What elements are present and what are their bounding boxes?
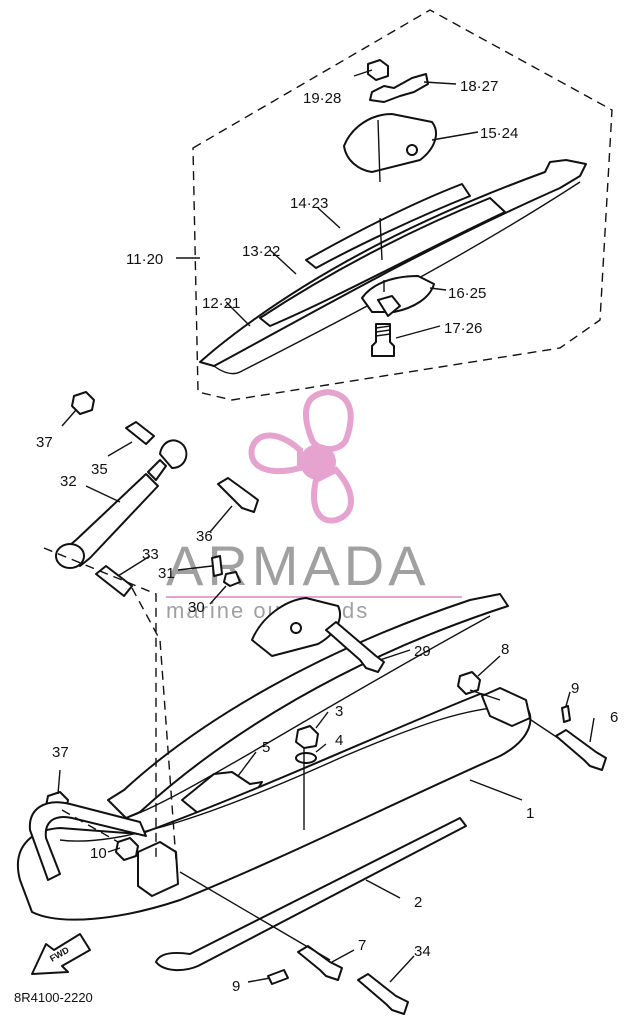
inset-frame bbox=[192, 9, 613, 401]
bolt-7 bbox=[297, 945, 343, 981]
bushing-35 bbox=[125, 421, 155, 445]
label-8: 8 bbox=[501, 641, 509, 658]
bracket-18 bbox=[369, 73, 429, 103]
propeller-hub bbox=[300, 444, 336, 480]
shock-body bbox=[63, 473, 159, 567]
label-36: 36 bbox=[196, 528, 213, 545]
nut-37-top bbox=[71, 391, 95, 415]
label-14-23: 14·23 bbox=[290, 195, 328, 212]
label-33: 33 bbox=[142, 546, 159, 563]
spacer-16 bbox=[377, 295, 401, 317]
label-7: 7 bbox=[358, 937, 366, 954]
watermark-brand: ARMADA bbox=[166, 534, 430, 597]
spring-clamp-top bbox=[343, 113, 437, 173]
armada-logo: ARMADA marine outboards bbox=[166, 388, 462, 623]
fwd-arrow-icon: FWD bbox=[31, 933, 91, 975]
shock-rod bbox=[147, 459, 167, 481]
label-9-lower: 9 bbox=[232, 978, 240, 995]
label-15-24: 15·24 bbox=[480, 125, 518, 142]
label-34: 34 bbox=[414, 943, 431, 960]
clamp-hole bbox=[406, 144, 418, 156]
nut-8 bbox=[457, 671, 481, 695]
label-4: 4 bbox=[335, 732, 343, 749]
label-18-27: 18·27 bbox=[460, 78, 498, 95]
nut-19 bbox=[367, 59, 389, 81]
lower-leaf-spring bbox=[107, 593, 509, 819]
label-29: 29 bbox=[414, 643, 431, 660]
leaf-14 bbox=[305, 183, 471, 269]
label-2: 2 bbox=[414, 894, 422, 911]
pin-9-upper bbox=[561, 705, 571, 723]
diagram-code: 8R4100-2220 bbox=[14, 990, 93, 1005]
nut-3 bbox=[295, 725, 319, 749]
label-37-top: 37 bbox=[36, 434, 53, 451]
bolt-29 bbox=[325, 621, 385, 673]
label-17-26: 17·26 bbox=[444, 320, 482, 337]
ski-pivot-bracket bbox=[137, 841, 179, 897]
pin-9-lower bbox=[267, 969, 289, 985]
label-13-22: 13·22 bbox=[242, 243, 280, 260]
ski-body bbox=[17, 693, 532, 921]
assembly-guides bbox=[43, 547, 559, 961]
ski-handle bbox=[28, 801, 147, 881]
bolt-6 bbox=[555, 729, 607, 771]
nut-10 bbox=[115, 837, 139, 861]
part-labels: 19·28 18·27 15·24 14·23 13·22 11·20 12·2… bbox=[14, 78, 618, 1005]
label-16-25: 16·25 bbox=[448, 285, 486, 302]
label-35: 35 bbox=[91, 461, 108, 478]
label-12-21: 12·21 bbox=[202, 295, 240, 312]
propeller-blade-top bbox=[302, 388, 354, 452]
leaf-spring-assembly bbox=[199, 59, 587, 375]
label-10: 10 bbox=[90, 845, 107, 862]
label-5: 5 bbox=[262, 739, 270, 756]
label-9-upper: 9 bbox=[571, 680, 579, 697]
leader-lines bbox=[57, 69, 595, 983]
bolt-31 bbox=[211, 555, 223, 577]
nut-30 bbox=[223, 571, 241, 587]
bolt-34 bbox=[357, 973, 409, 1015]
bolt-17 bbox=[371, 323, 395, 357]
label-6: 6 bbox=[610, 709, 618, 726]
label-30: 30 bbox=[188, 599, 205, 616]
saddle-hole bbox=[290, 622, 302, 634]
label-3: 3 bbox=[335, 703, 343, 720]
label-31: 31 bbox=[158, 565, 175, 582]
wear-bar bbox=[155, 817, 467, 972]
ski bbox=[17, 671, 607, 1015]
label-11-20: 11·20 bbox=[126, 251, 163, 268]
label-1: 1 bbox=[526, 805, 534, 822]
label-37-lower: 37 bbox=[52, 744, 69, 761]
washer-4 bbox=[295, 752, 317, 764]
leaf-13 bbox=[259, 197, 506, 327]
propeller-blade-right bbox=[311, 466, 354, 524]
shock-eye-bottom bbox=[55, 543, 85, 569]
propeller-blade-left bbox=[248, 432, 303, 475]
label-32: 32 bbox=[60, 473, 77, 490]
label-19-28: 19·28 bbox=[303, 90, 341, 107]
shock-eye-top bbox=[159, 439, 188, 469]
bolt-36 bbox=[217, 477, 259, 513]
